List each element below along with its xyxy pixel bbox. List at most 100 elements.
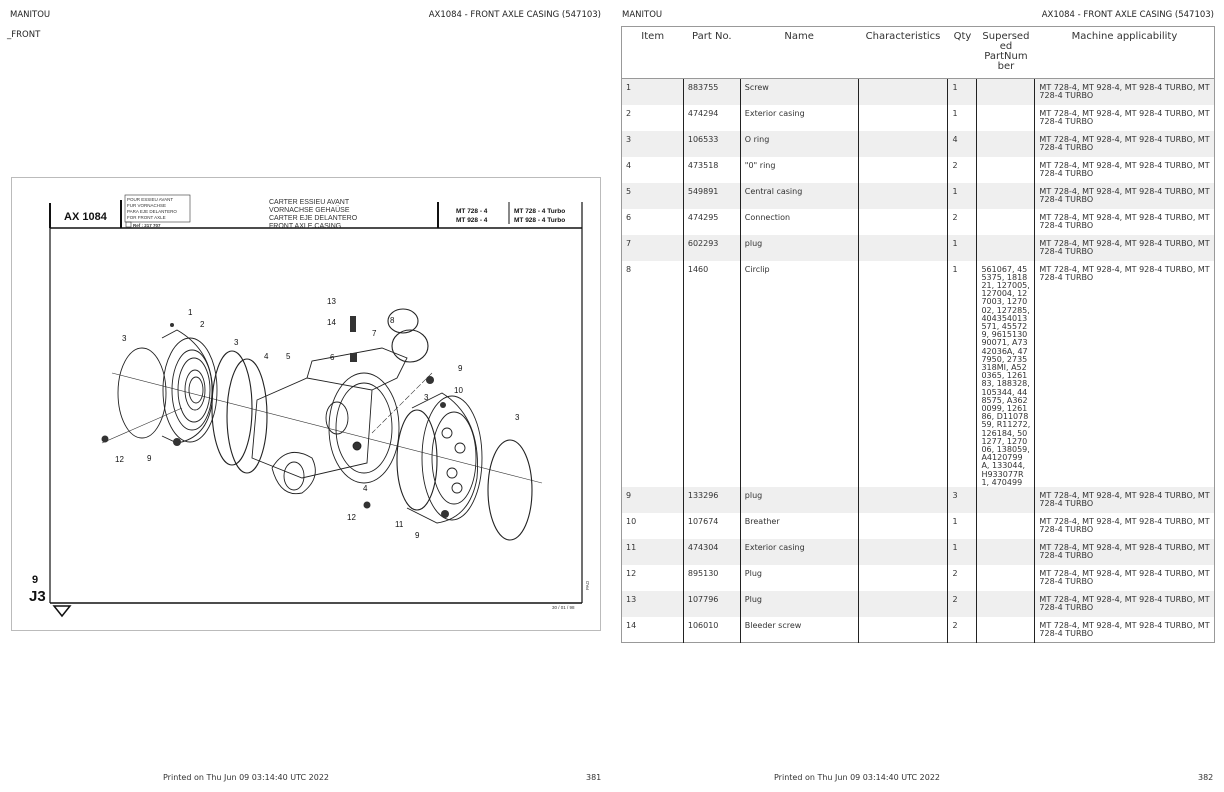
table-cell-superseded: [976, 78, 1035, 105]
printed-on: Printed on Thu Jun 09 03:14:40 UTC 2022: [163, 773, 330, 782]
svg-text:VORNACHSE GEHAÜSE: VORNACHSE GEHAÜSE: [269, 206, 350, 214]
section-label: _FRONT: [7, 30, 41, 40]
table-cell-part-no: 107796: [682, 590, 741, 617]
table-cell-characteristics: [857, 616, 948, 643]
svg-text:9: 9: [415, 531, 420, 540]
svg-text:PAO: PAO: [585, 580, 590, 590]
header-applicability: Machine applicability: [1034, 26, 1215, 79]
exploded-diagram: AX 1084 POUR ESSIEU AVANT FUR VORNACHSE …: [11, 177, 601, 631]
table-cell-item: 2: [626, 108, 632, 118]
table-cell-item: 6: [626, 212, 632, 222]
table-cell-qty: 1: [947, 260, 977, 487]
svg-text:PARA EJE DELANTERO: PARA EJE DELANTERO: [127, 209, 177, 214]
right-exterior-casing: [406, 392, 483, 524]
table-cell-applicability: MT 728-4, MT 928-4, MT 928-4 TURBO, MT 7…: [1034, 616, 1215, 643]
table-cell-applicability: MT 728-4, MT 928-4, MT 928-4 TURBO, MT 7…: [1034, 512, 1215, 539]
header-superseded: Supersed ed PartNum ber: [976, 26, 1035, 79]
table-cell-name: Central casing: [739, 182, 859, 209]
svg-text:8: 8: [390, 316, 395, 325]
table-cell-name: plug: [739, 486, 859, 513]
table-cell-name: Circlip: [739, 260, 859, 487]
svg-text:6: 6: [330, 353, 335, 362]
table-cell-qty: 2: [947, 156, 977, 183]
table-cell-applicability: MT 728-4, MT 928-4, MT 928-4 TURBO, MT 7…: [1034, 538, 1215, 565]
table-cell-applicability: MT 728-4, MT 928-4, MT 928-4 TURBO, MT 7…: [1034, 182, 1215, 209]
table-cell-qty: 2: [947, 590, 977, 617]
table-cell-qty: 2: [947, 208, 977, 235]
table-cell-characteristics: [857, 260, 948, 487]
svg-text:14: 14: [327, 318, 336, 327]
table-cell-part-no: 895130: [682, 564, 741, 591]
table-cell-superseded: [976, 208, 1035, 235]
table-cell-part-no: 883755: [682, 78, 741, 105]
table-cell-superseded: [976, 234, 1035, 261]
svg-text:FOR FRONT AXLE: FOR FRONT AXLE: [127, 215, 166, 220]
svg-text:3: 3: [122, 334, 127, 343]
svg-text:MT 728 - 4 Turbo: MT 728 - 4 Turbo: [514, 208, 565, 215]
table-cell-name: "0" ring: [739, 156, 859, 183]
callout-numbers: 1 2 3 3 4 5 6 7 8 9 10 3 12 9 13 14 4 12…: [115, 297, 520, 540]
svg-text:30 / 01 / 98: 30 / 01 / 98: [552, 605, 575, 610]
table-cell-superseded: [976, 590, 1035, 617]
table-cell-superseded: [976, 104, 1035, 131]
table-cell-qty: 2: [947, 616, 977, 643]
table-cell-characteristics: [857, 156, 948, 183]
table-cell-name: Exterior casing: [739, 538, 859, 565]
table-cell-applicability: MT 728-4, MT 928-4, MT 928-4 TURBO, MT 7…: [1034, 486, 1215, 513]
parts-table: Item Part No. Name Characteristics Qty S…: [621, 26, 1215, 644]
table-cell-item: 9: [621, 486, 684, 513]
svg-text:9: 9: [458, 364, 463, 373]
table-cell-characteristics: [857, 512, 948, 539]
table-cell-name: O ring: [739, 130, 859, 157]
svg-text:13: 13: [327, 297, 336, 306]
table-cell-item: 11: [621, 538, 684, 565]
svg-text:5: 5: [286, 352, 291, 361]
svg-text:CARTER ESSIEU AVANT: CARTER ESSIEU AVANT: [269, 199, 350, 206]
page-number: 382: [1198, 773, 1214, 782]
svg-text:MT 928 - 4 Turbo: MT 928 - 4 Turbo: [514, 217, 565, 224]
table-cell-name: Breather: [739, 512, 859, 539]
table-cell-superseded: [976, 130, 1035, 157]
table-cell-superseded: [976, 486, 1035, 513]
table-cell-part-no: 106533: [682, 130, 741, 157]
svg-text:2: 2: [200, 320, 205, 329]
svg-text:POUR ESSIEU AVANT: POUR ESSIEU AVANT: [127, 197, 173, 202]
svg-text:10: 10: [454, 386, 463, 395]
svg-text:1: 1: [188, 308, 193, 317]
table-cell-item: 4: [626, 160, 632, 170]
table-cell-name: plug: [739, 234, 859, 261]
title-block: AX 1084 POUR ESSIEU AVANT FUR VORNACHSE …: [49, 194, 583, 604]
table-cell-superseded: [976, 512, 1035, 539]
svg-text:12: 12: [115, 455, 124, 464]
table-cell-applicability: MT 728-4, MT 928-4, MT 928-4 TURBO, MT 7…: [1034, 260, 1215, 487]
svg-text:7: 7: [372, 329, 377, 338]
table-cell-name: Plug: [739, 590, 859, 617]
right-page: MANITOU AX1084 - FRONT AXLE CASING (5471…: [612, 0, 1224, 792]
header-part-no: Part No.: [683, 26, 741, 79]
table-cell-superseded: [976, 564, 1035, 591]
left-page: MANITOU AX1084 - FRONT AXLE CASING (5471…: [7, 10, 602, 782]
table-cell-qty: 1: [947, 512, 977, 539]
table-cell-name: Screw: [739, 78, 859, 105]
table-cell-item: 8: [626, 264, 632, 274]
table-cell-applicability: MT 728-4, MT 928-4, MT 928-4 TURBO, MT 7…: [1034, 564, 1215, 591]
page-number: 381: [586, 773, 602, 782]
svg-text:9: 9: [32, 574, 38, 586]
table-cell-superseded: [976, 616, 1035, 643]
table-cell-applicability: MT 728-4, MT 928-4, MT 928-4 TURBO, MT 7…: [1034, 130, 1215, 157]
table-cell-name: Exterior casing: [739, 104, 859, 131]
svg-text:FRONT AXLE CASING: FRONT AXLE CASING: [269, 223, 341, 230]
table-cell-qty: 1: [947, 104, 977, 131]
plugs: [101, 316, 449, 518]
table-cell-part-no: 106010: [682, 616, 741, 643]
svg-text:CARTER EJE DELANTERO: CARTER EJE DELANTERO: [269, 215, 358, 222]
table-cell-part-no: 474304: [682, 538, 741, 565]
table-cell-qty: 4: [947, 130, 977, 157]
